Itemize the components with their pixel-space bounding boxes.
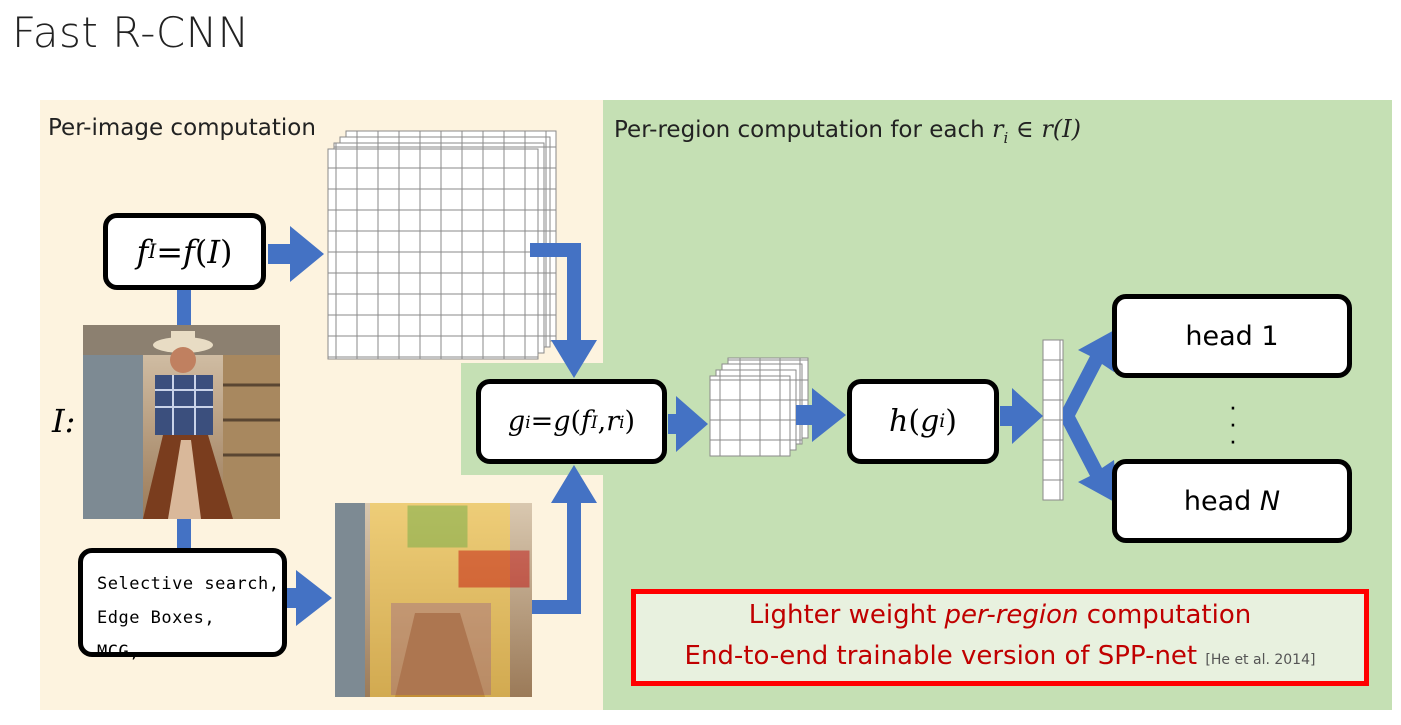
- slide-title: Fast R-CNN: [12, 8, 250, 57]
- region-proposal-box: Selective search, Edge Boxes, MCG, …: [78, 548, 287, 662]
- feature-map-stack: [327, 130, 557, 360]
- callout-line-2: End-to-end trainable version of SPP-net …: [684, 641, 1316, 671]
- feature-vector: [1042, 339, 1064, 501]
- head-1-box: head 1: [1112, 294, 1352, 378]
- roi-feature-stack: [709, 357, 809, 457]
- input-image: [83, 325, 280, 519]
- ellipsis-vertical: ···: [1228, 391, 1238, 455]
- callout-line-1: Lighter weight per-region computation: [748, 600, 1252, 630]
- summary-callout: Lighter weight per-region computation En…: [631, 589, 1369, 686]
- per-region-label: Per-region computation for each ri ∈ r(I…: [614, 115, 1081, 147]
- proposal-method-1: Selective search,: [97, 574, 280, 594]
- image-label: I:: [52, 402, 76, 440]
- head-n-box: head N: [1112, 459, 1352, 543]
- connector-lines: [177, 287, 191, 549]
- proposal-method-3: MCG, …: [97, 642, 162, 662]
- citation: [He et al. 2014]: [1205, 652, 1316, 668]
- proposal-image: [335, 503, 532, 697]
- proposal-method-2: Edge Boxes,: [97, 608, 216, 628]
- per-image-label: Per-image computation: [48, 115, 316, 141]
